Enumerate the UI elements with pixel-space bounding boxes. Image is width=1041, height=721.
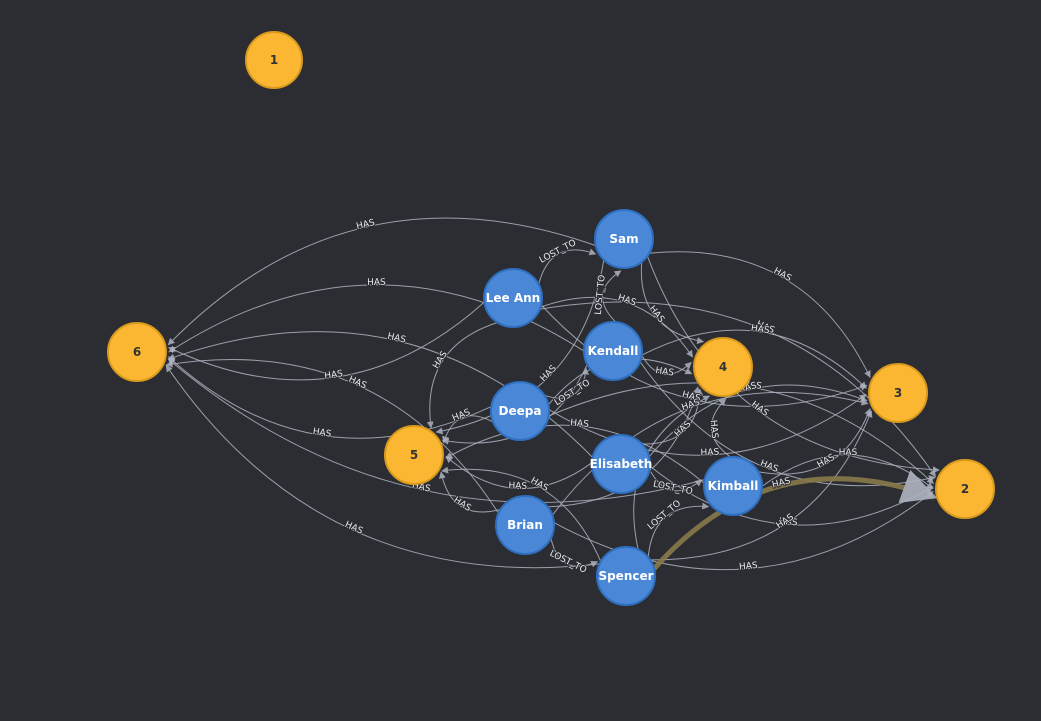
edge-leeann-4[interactable] [540,296,694,358]
edge-leeann-3[interactable] [540,304,868,407]
edge-label: HAS [570,418,590,430]
edge-kimball-5[interactable] [445,424,705,484]
node-circle[interactable] [594,209,654,269]
edge-kendall-4[interactable] [641,354,692,375]
edge-leeann-2[interactable] [539,301,936,478]
edge-brian-3[interactable] [551,391,869,516]
edge-label: HAS [355,218,376,232]
node-kendall[interactable]: Kendall [583,321,643,381]
edge-leeann-sam[interactable] [538,248,597,285]
edge-elisabeth-2[interactable] [649,465,934,526]
edge-spencer-kimball[interactable] [647,502,710,558]
edge-label: HAS [386,332,407,346]
node-4[interactable]: 4 [693,337,753,397]
edge-spencer-5[interactable] [441,466,602,562]
edge-deepa-5[interactable] [442,415,494,444]
edge-spencer-6[interactable] [165,364,600,569]
edge-label: HAS [451,407,472,423]
node-deepa[interactable]: Deepa [490,381,550,441]
node-circle[interactable] [490,381,550,441]
node-brian[interactable]: Brian [495,495,555,555]
edge-label: HAS [839,448,858,458]
node-circle[interactable] [935,459,995,519]
node-1[interactable]: 1 [245,31,303,89]
node-circle[interactable] [495,495,555,555]
edge-label: HAS [616,293,637,308]
edge-label: HAS [539,364,559,385]
edge-label: HAS [529,476,550,494]
edge-label: HAS [749,400,770,419]
node-leeann[interactable]: Lee Ann [483,268,543,328]
edge-label: HAS [508,481,527,492]
node-circle[interactable] [384,425,444,485]
edge-layer [165,217,940,571]
edge-label: LOST_TO [646,499,683,532]
node-circle[interactable] [596,546,656,606]
edge-sam-3[interactable] [649,251,871,378]
edge-label: HAS [739,561,759,573]
edge-deepa-3[interactable] [548,394,867,456]
edge-kendall-sam[interactable] [602,270,622,323]
node-2[interactable]: 2 [935,459,995,519]
edge-label: HAS [750,324,770,337]
edge-elisabeth-kimball[interactable] [649,469,703,492]
edge-brian-2[interactable] [553,491,934,571]
node-circle[interactable] [483,268,543,328]
node-circle[interactable] [583,321,643,381]
edge-label: LOST_TO [538,238,578,266]
edge-leeann-5[interactable] [426,322,498,429]
edge-kimball-6[interactable] [167,358,705,503]
node-spencer[interactable]: Spencer [596,546,656,606]
edge-spencer-3[interactable] [650,410,873,561]
edge-sam-6[interactable] [167,217,596,346]
edge-label: HAS [700,448,719,459]
edge-deepa-2[interactable] [548,382,935,484]
edge-label: HAS [431,350,450,371]
edge-label: HAS [655,366,675,379]
edge-kimball-3[interactable] [758,408,872,475]
node-circle[interactable] [107,322,167,382]
node-circle[interactable] [868,363,928,423]
edge-label: HAS [778,517,798,528]
node-6[interactable]: 6 [107,322,167,382]
node-circle[interactable] [693,337,753,397]
edge-sam-4[interactable] [640,261,705,345]
edge-label: LOST_TO [594,274,608,315]
edge-label: HAS [324,369,344,382]
edge-sam-2[interactable] [646,255,940,474]
edge-label: HAS [673,419,694,439]
node-elisabeth[interactable]: Elisabeth [590,434,653,494]
edge-label: HAS [647,304,666,325]
edge-kendall-3[interactable] [641,329,867,389]
edge-brian-spencer[interactable] [550,537,599,568]
edge-kimball-4[interactable] [710,398,731,458]
edge-label: HAS [775,512,796,531]
edge-brian-6[interactable] [165,359,499,514]
edge-deepa-kendall[interactable] [544,367,589,399]
edge-elisabeth-3[interactable] [648,384,868,458]
node-sam[interactable]: Sam [594,209,654,269]
edge-leeann-6[interactable] [168,301,485,381]
node-3[interactable]: 3 [868,363,928,423]
edge-spencer-2[interactable] [652,469,938,571]
edge-label: HAS [708,420,720,440]
node-circle[interactable] [703,456,763,516]
edge-label: LOST_TO [548,549,588,576]
node-circle[interactable] [245,31,303,89]
node-5[interactable]: 5 [384,425,444,485]
node-circle[interactable] [591,434,651,494]
edge-label: HAS [312,427,332,440]
node-kimball[interactable]: Kimball [703,456,763,516]
edge-sam-5[interactable] [435,259,605,435]
edge-brian-5[interactable] [438,471,501,513]
edge-label-layer: HASHASHASHASHASHASHASHASHASHASHASHASHASH… [311,217,859,577]
edge-label: HAS [367,278,386,288]
edge-deepa-6[interactable] [168,356,492,439]
